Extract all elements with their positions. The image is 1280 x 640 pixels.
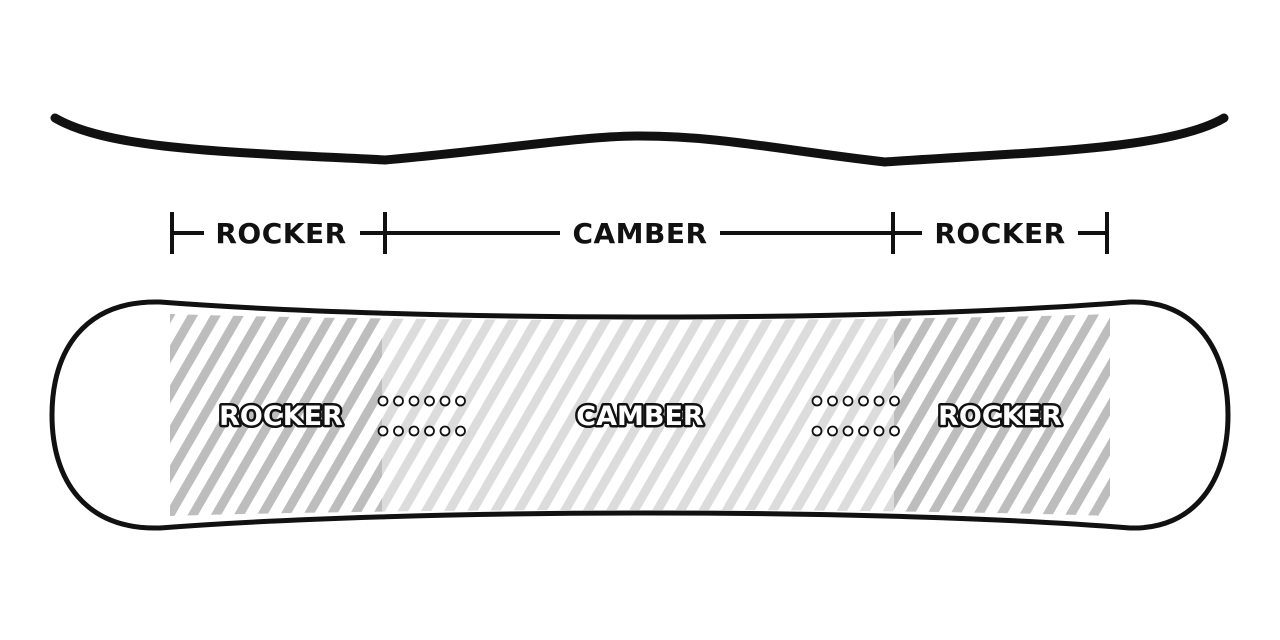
insert-hole xyxy=(393,425,404,437)
board-outline xyxy=(49,299,1231,531)
insert-hole xyxy=(439,425,451,437)
insert-hole xyxy=(393,395,404,407)
dimension-label-rocker-right: ROCKER xyxy=(934,217,1065,250)
insert-hole xyxy=(842,425,854,437)
insert-hole xyxy=(408,425,420,437)
insert-hole xyxy=(455,425,466,437)
camber-zone xyxy=(382,314,894,516)
board-label-rocker-right: ROCKER xyxy=(938,401,1062,432)
rocker-zone-right xyxy=(894,314,1110,516)
insert-hole xyxy=(889,395,900,407)
binding-inserts-right xyxy=(811,395,900,437)
board-label-camber: CAMBER xyxy=(576,401,704,432)
board-profile xyxy=(50,113,1229,167)
insert-hole xyxy=(377,395,389,407)
insert-hole xyxy=(858,425,869,437)
insert-hole xyxy=(889,425,900,437)
insert-hole xyxy=(842,395,854,407)
insert-hole xyxy=(424,395,435,407)
insert-hole xyxy=(827,395,838,407)
insert-hole xyxy=(424,425,435,437)
insert-hole xyxy=(377,425,389,437)
insert-hole xyxy=(811,395,823,407)
insert-hole xyxy=(408,395,420,407)
insert-hole xyxy=(439,395,451,407)
dimension-label-camber: CAMBER xyxy=(572,217,707,250)
dimension-label-rocker-left: ROCKER xyxy=(215,217,346,250)
board-label-rocker-left: ROCKER xyxy=(219,401,343,432)
insert-hole xyxy=(873,425,885,437)
insert-hole xyxy=(455,395,466,407)
rocker-zone-left xyxy=(170,314,382,516)
insert-hole xyxy=(873,395,885,407)
insert-hole xyxy=(811,425,823,437)
insert-hole xyxy=(827,425,838,437)
dimension-line xyxy=(170,212,1109,254)
insert-hole xyxy=(858,395,869,407)
binding-inserts-left xyxy=(377,395,466,437)
board-zones xyxy=(170,314,1110,516)
